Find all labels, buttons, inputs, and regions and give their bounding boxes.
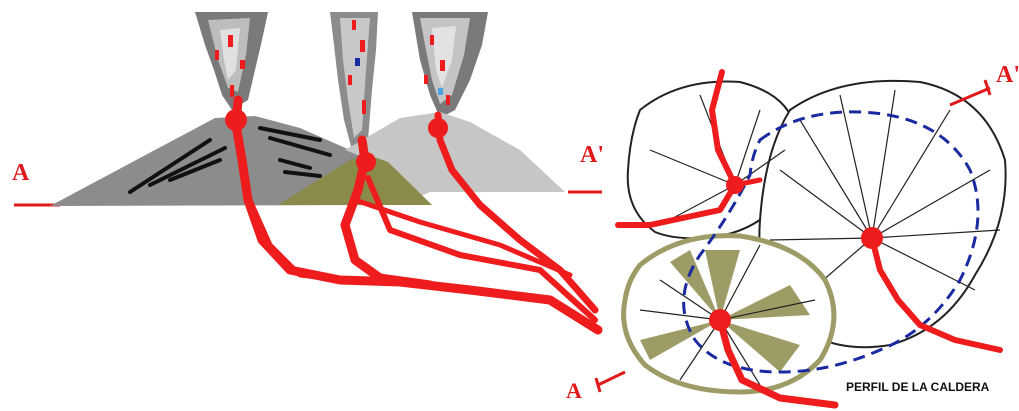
vent-right bbox=[428, 118, 448, 138]
caption-caldera: PERFIL DE LA CALDERA bbox=[846, 380, 990, 394]
vent-left bbox=[225, 109, 247, 131]
label-a-prime-right: A' bbox=[996, 62, 1019, 88]
caldera-plan bbox=[596, 72, 1006, 405]
blue-fleck bbox=[355, 58, 360, 66]
smoke-plume-middle bbox=[330, 12, 378, 150]
vent-plan-left bbox=[726, 176, 744, 194]
label-a-left: A bbox=[12, 160, 30, 186]
section-tick-bottom bbox=[598, 372, 625, 385]
cyan-fleck bbox=[438, 88, 443, 95]
label-a-bottom: A bbox=[566, 378, 582, 403]
vent-middle bbox=[356, 152, 376, 172]
vent-plan-olive bbox=[709, 309, 731, 331]
label-a-prime-mid: A' bbox=[580, 142, 604, 168]
cross-section bbox=[14, 12, 602, 330]
vent-plan-right bbox=[861, 227, 883, 249]
